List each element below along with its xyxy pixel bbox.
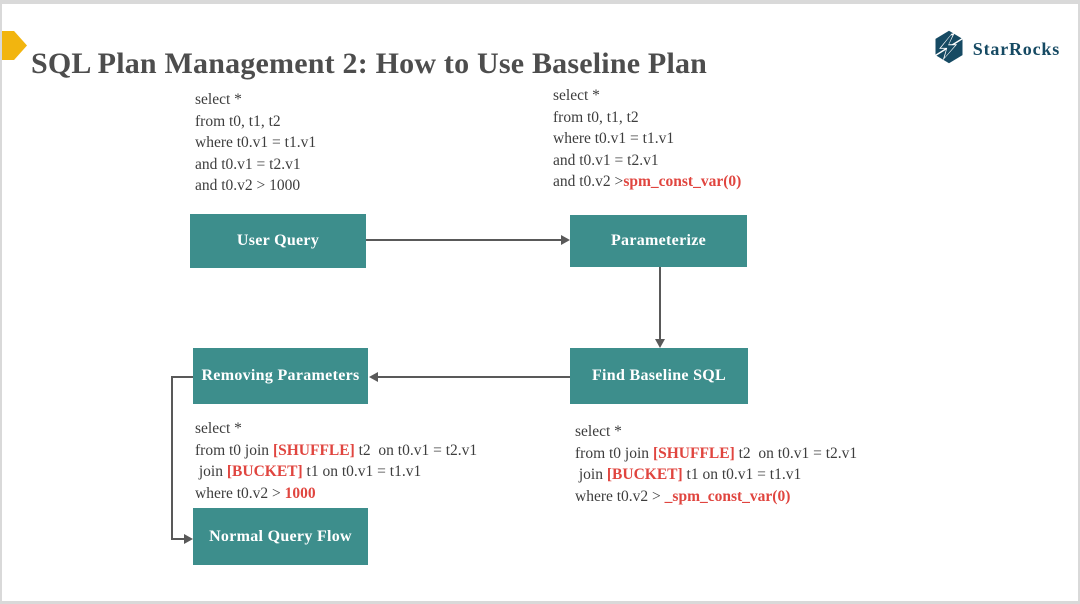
flow-node-user-query: User Query <box>190 214 366 268</box>
sql-code-line: where t0.v1 = t1.v1 <box>195 134 317 151</box>
sql-code-line: join [BUCKET] t1 on t0.v1 = t1.v1 <box>195 463 422 480</box>
sql-code-line: from t0 join [SHUFFLE] t2 on t0.v1 = t2.… <box>195 441 478 459</box>
arrowhead-right-icon <box>184 534 193 544</box>
page-title: SQL Plan Management 2: How to Use Baseli… <box>31 47 708 81</box>
sql-snippet-user-query: select * from t0, t1, t2 where t0.v1 = t1.… <box>195 89 316 197</box>
flow-node-parameterize: Parameterize <box>570 215 747 267</box>
sql-snippet-plan-with-constants: select * from t0 join [SHUFFLE] t2 on t0.… <box>195 418 477 504</box>
arrowhead-left-icon <box>369 372 378 382</box>
flow-node-find-baseline-sql: Find Baseline SQL <box>570 348 748 404</box>
flow-node-label: Find Baseline SQL <box>591 367 727 384</box>
arrowhead-down-icon <box>655 339 665 348</box>
arrow-parameterize-to-find-baseline <box>659 267 661 340</box>
sql-code-line: select * <box>195 420 242 437</box>
sql-code-line: from t0, t1, t2 <box>553 108 639 126</box>
sql-code-line: where t0.v2 > 1000 <box>195 484 316 502</box>
arrowhead-right-icon <box>561 235 570 245</box>
flow-node-normal-query-flow: Normal Query Flow <box>193 508 368 565</box>
sql-code-line: and t0.v1 = t2.v1 <box>553 151 659 169</box>
starrocks-logo-icon <box>931 29 967 70</box>
sql-code-line: and t0.v1 = t2.v1 <box>195 155 301 173</box>
sql-code-line: from t0 join [SHUFFLE] t2 on t0.v1 = t2.… <box>575 444 858 462</box>
arrow-find-baseline-to-removing-params <box>378 376 570 378</box>
sql-snippet-baseline-plan: select * from t0 join [SHUFFLE] t2 on t0.… <box>575 421 857 507</box>
sql-code-line: and t0.v2 >spm_const_var(0) <box>553 173 742 190</box>
sql-code-line: from t0, t1, t2 <box>195 112 281 130</box>
starrocks-logo: StarRocks <box>931 29 1060 70</box>
arrow-user-query-to-parameterize <box>366 239 562 241</box>
title-bullet-icon <box>0 31 27 60</box>
elbow-connector-vertical-segment <box>171 376 173 539</box>
flow-node-removing-parameters: Removing Parameters <box>193 348 368 404</box>
sql-snippet-parameterized: select * from t0, t1, t2 where t0.v1 = t1.… <box>553 85 741 193</box>
elbow-connector-bottom-segment <box>171 538 185 540</box>
flow-node-label: Removing Parameters <box>201 367 360 384</box>
sql-code-line: and t0.v2 > 1000 <box>195 177 301 194</box>
elbow-connector-top-segment <box>171 376 193 378</box>
sql-code-line: select * <box>553 87 600 104</box>
sql-code-line: where t0.v1 = t1.v1 <box>553 130 675 147</box>
flow-node-label: Parameterize <box>610 232 707 249</box>
sql-code-line: where t0.v2 > _spm_const_var(0) <box>575 487 791 505</box>
sql-code-line: join [BUCKET] t1 on t0.v1 = t1.v1 <box>575 466 802 483</box>
sql-code-line: select * <box>575 423 622 440</box>
starrocks-logo-text: StarRocks <box>972 39 1060 59</box>
sql-code-line: select * <box>195 91 242 108</box>
flow-node-label: Normal Query Flow <box>209 527 352 545</box>
flow-node-label: User Query <box>236 232 320 249</box>
